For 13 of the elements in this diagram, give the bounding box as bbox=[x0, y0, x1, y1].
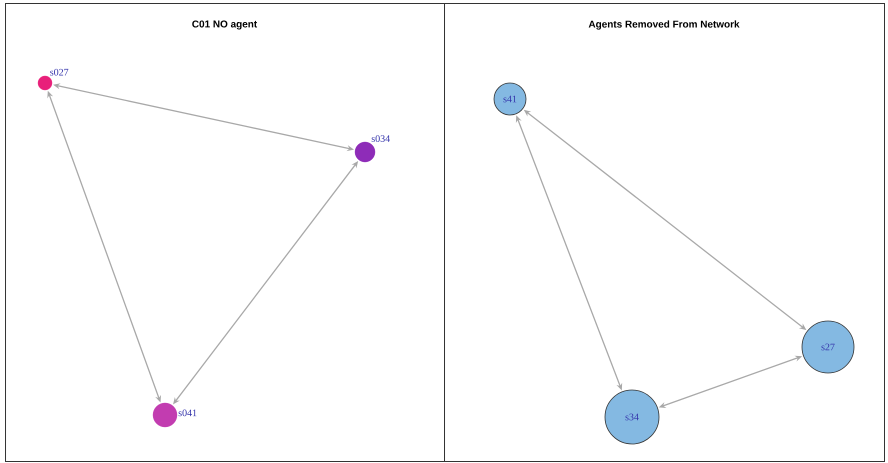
network-node: s034 bbox=[354, 135, 390, 162]
node-label: s034 bbox=[372, 135, 390, 142]
network-node: s041 bbox=[152, 402, 196, 428]
network-node: s27 bbox=[802, 320, 854, 374]
network-node: s34 bbox=[604, 390, 660, 444]
panel-title: Agents Removed From Network bbox=[588, 20, 740, 30]
node-label: s027 bbox=[50, 68, 68, 76]
panel-title: C01 NO agent bbox=[192, 20, 258, 30]
panel bbox=[444, 3, 885, 462]
panel bbox=[5, 3, 445, 462]
network-node: s41 bbox=[494, 82, 526, 116]
node-label: s041 bbox=[178, 410, 196, 416]
network-node: s027 bbox=[38, 68, 68, 90]
